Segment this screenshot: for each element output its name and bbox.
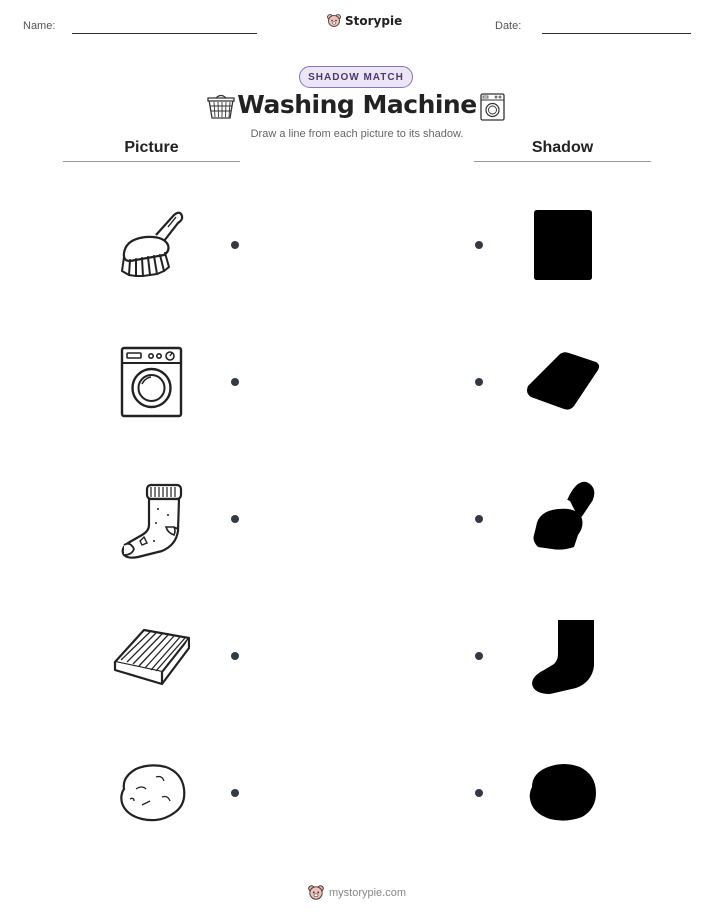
activity-badge: SHADOW MATCH bbox=[299, 66, 413, 88]
footer-site: mystorypie.com bbox=[329, 887, 407, 899]
brand-name: Storypie bbox=[345, 14, 403, 28]
stone-icon[interactable] bbox=[112, 753, 192, 833]
sock-shadow-icon[interactable] bbox=[522, 616, 602, 696]
name-line[interactable] bbox=[72, 33, 257, 34]
instructions: Draw a line from each picture to its sha… bbox=[250, 128, 464, 140]
date-line[interactable] bbox=[542, 33, 691, 34]
sock-icon[interactable] bbox=[110, 479, 190, 559]
laundry-basket-icon bbox=[207, 94, 235, 119]
name-label: Name: bbox=[23, 20, 56, 32]
shadow-dot-4[interactable] bbox=[475, 652, 483, 660]
washing-machine-icon[interactable] bbox=[111, 342, 191, 422]
brush-icon[interactable] bbox=[110, 205, 190, 285]
shadow-dot-2[interactable] bbox=[475, 378, 483, 386]
shadow-dot-5[interactable] bbox=[475, 789, 483, 797]
picture-column-heading: Picture bbox=[124, 139, 179, 156]
picture-dot-5[interactable] bbox=[231, 789, 239, 797]
brand-logo: Storypie bbox=[326, 13, 402, 29]
washing-machine-title-icon bbox=[480, 93, 505, 121]
picture-dot-4[interactable] bbox=[231, 652, 239, 660]
shadow-column-heading: Shadow bbox=[531, 139, 594, 156]
picture-dot-1[interactable] bbox=[231, 241, 239, 249]
picture-dot-3[interactable] bbox=[231, 515, 239, 523]
shadow-dot-1[interactable] bbox=[475, 241, 483, 249]
bear-icon bbox=[327, 14, 341, 27]
date-label: Date: bbox=[495, 20, 522, 32]
page-title: Washing Machine bbox=[237, 90, 477, 119]
footer: mystorypie.com bbox=[307, 884, 406, 902]
shadow-dot-3[interactable] bbox=[475, 515, 483, 523]
soap-bar-icon[interactable] bbox=[110, 616, 190, 696]
brush-shadow-icon[interactable] bbox=[522, 479, 602, 559]
washing-machine-shadow-icon[interactable] bbox=[522, 205, 602, 285]
soap-bar-shadow-icon[interactable] bbox=[522, 342, 602, 422]
bear-footer-icon bbox=[308, 885, 324, 900]
stone-shadow-icon[interactable] bbox=[522, 753, 602, 833]
picture-column-rule bbox=[63, 161, 240, 162]
picture-dot-2[interactable] bbox=[231, 378, 239, 386]
shadow-column-rule bbox=[474, 161, 651, 162]
